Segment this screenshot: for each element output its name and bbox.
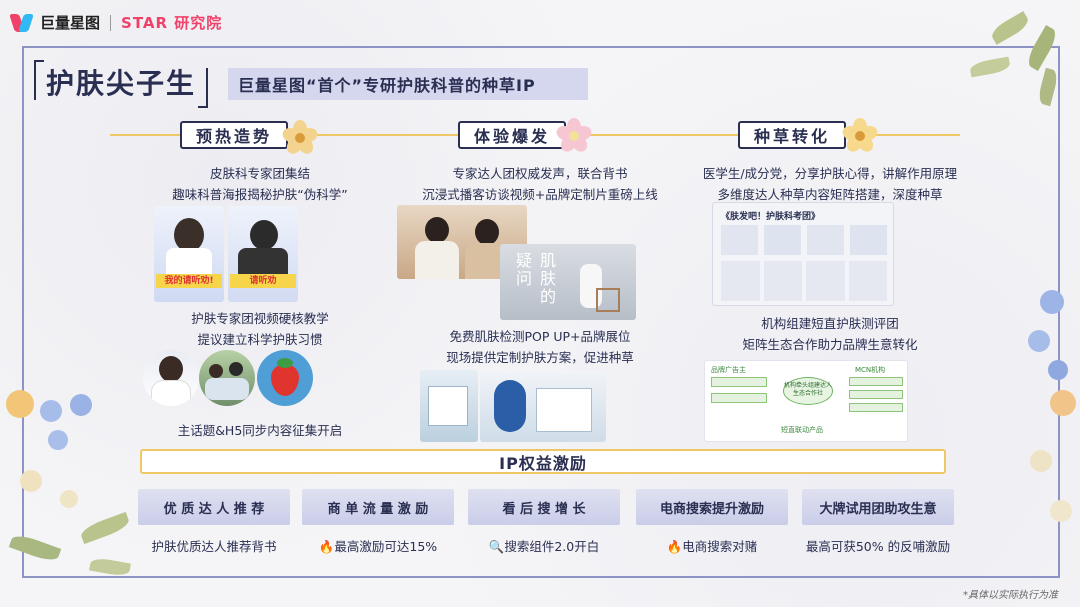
experience-line-2: 沉浸式播客访谈视频+品牌定制片重磅上线	[422, 187, 658, 202]
floral-right	[1020, 280, 1080, 580]
couple-avatar	[199, 350, 255, 406]
page-title-box: 护肤尖子生	[34, 60, 209, 108]
doctor-avatar	[143, 350, 199, 406]
warmup-line-2: 趣味科普海报揭秘护肤“伪科学”	[172, 187, 348, 202]
conversion-line-2: 多维度达人种草内容矩阵搭建，深度种草	[717, 187, 943, 202]
brand-logo: 巨量星图 STAR 研究院	[9, 12, 223, 33]
ip-benefits-title: IP权益激励	[499, 453, 587, 473]
brand-film-title: 肌肤的疑问	[513, 252, 556, 306]
page-subtitle: 巨量星图“首个”专研护肤科普的种草IP	[238, 76, 536, 95]
ecosystem-diagram: 品牌广告主 机构牵头组建达人生态合作社 MCN机构 短直联动产品	[704, 360, 908, 442]
brand-name: 巨量星图	[40, 14, 101, 32]
conversion-line-4: 矩阵生态合作助力品牌生意转化	[742, 337, 918, 352]
star-lab-logo: STAR 研究院	[121, 14, 223, 32]
experience-line-3: 免费肌肤检测POP UP+品牌展位	[449, 329, 631, 344]
benefit-card-search: 看 后 搜 增 长	[468, 489, 620, 525]
floral-top-right	[960, 0, 1080, 130]
floral-left	[0, 380, 132, 607]
poster-caption-1: 我的请听劝!	[156, 274, 222, 288]
footnote: *具体以实际执行为准	[963, 590, 1058, 601]
expert-poster-2: 请听劝	[228, 206, 298, 302]
brand-film-thumbnail: 肌肤的疑问	[500, 244, 636, 320]
benefit-desc-search: 🔍搜索组件2.0开白	[488, 539, 600, 554]
warmup-line-4: 提议建立科学护肤习惯	[197, 332, 323, 347]
review-doc-title: 《肤发吧！护肤科考团》	[721, 212, 821, 222]
benefit-desc-traffic: 🔥最高激励可达15%	[318, 539, 438, 554]
warmup-footer: 主话题&H5同步内容征集开启	[177, 423, 343, 438]
popup-booth-photo-2	[480, 370, 606, 442]
benefit-card-traffic: 商 单 流 量 激 励	[302, 489, 454, 525]
benefit-desc-trial: 最高可获50% 的反哺激励	[805, 539, 951, 554]
benefit-card-talent: 优 质 达 人 推 荐	[138, 489, 290, 525]
xingtu-logo-icon	[9, 13, 34, 32]
diagram-left-label: 品牌广告主	[711, 366, 746, 374]
phase-label-experience: 体验爆发	[458, 121, 567, 149]
experience-line-1: 专家达人团权威发声，联合背书	[452, 166, 628, 181]
flower-icon	[554, 118, 594, 155]
flower-icon	[280, 120, 320, 157]
phase-label-warmup: 预热造势	[180, 121, 289, 149]
ip-benefits-bar: IP权益激励	[140, 449, 946, 474]
benefit-card-trial: 大牌试用团助攻生意	[802, 489, 954, 525]
flower-icon	[840, 118, 880, 155]
page-title: 护肤尖子生	[46, 67, 197, 100]
popup-booth-photo-1	[420, 370, 478, 442]
benefit-desc-ecommerce: 🔥电商搜索对赌	[666, 539, 758, 554]
experience-line-4: 现场提供定制护肤方案，促进种草	[446, 350, 634, 365]
poster-caption-2: 请听劝	[230, 274, 296, 288]
diagram-right-label: MCN机构	[855, 366, 886, 374]
content-frame	[22, 46, 1060, 578]
warmup-line-1: 皮肤科专家团集结	[209, 166, 310, 181]
expert-poster-1: 我的请听劝!	[154, 206, 224, 302]
phase-label-conversion: 种草转化	[738, 121, 847, 149]
review-doc-image: 《肤发吧！护肤科考团》	[712, 202, 894, 306]
warmup-line-3: 护肤专家团视频硬核教学	[191, 311, 329, 326]
benefit-card-ecommerce: 电商搜索提升激励	[636, 489, 788, 525]
diagram-center-node: 机构牵头组建达人生态合作社	[783, 377, 833, 405]
conversion-line-3: 机构组建短直护肤测评团	[761, 316, 899, 331]
benefit-desc-talent: 护肤优质达人推荐背书	[151, 539, 277, 554]
diagram-bottom-label: 短直联动产品	[781, 426, 823, 434]
subtitle-banner: 巨量星图“首个”专研护肤科普的种草IP	[228, 68, 588, 100]
logo-divider	[110, 14, 112, 31]
strawberry-avatar	[257, 350, 313, 406]
conversion-line-1: 医学生/成分党，分享护肤心得，讲解作用原理	[702, 166, 958, 181]
